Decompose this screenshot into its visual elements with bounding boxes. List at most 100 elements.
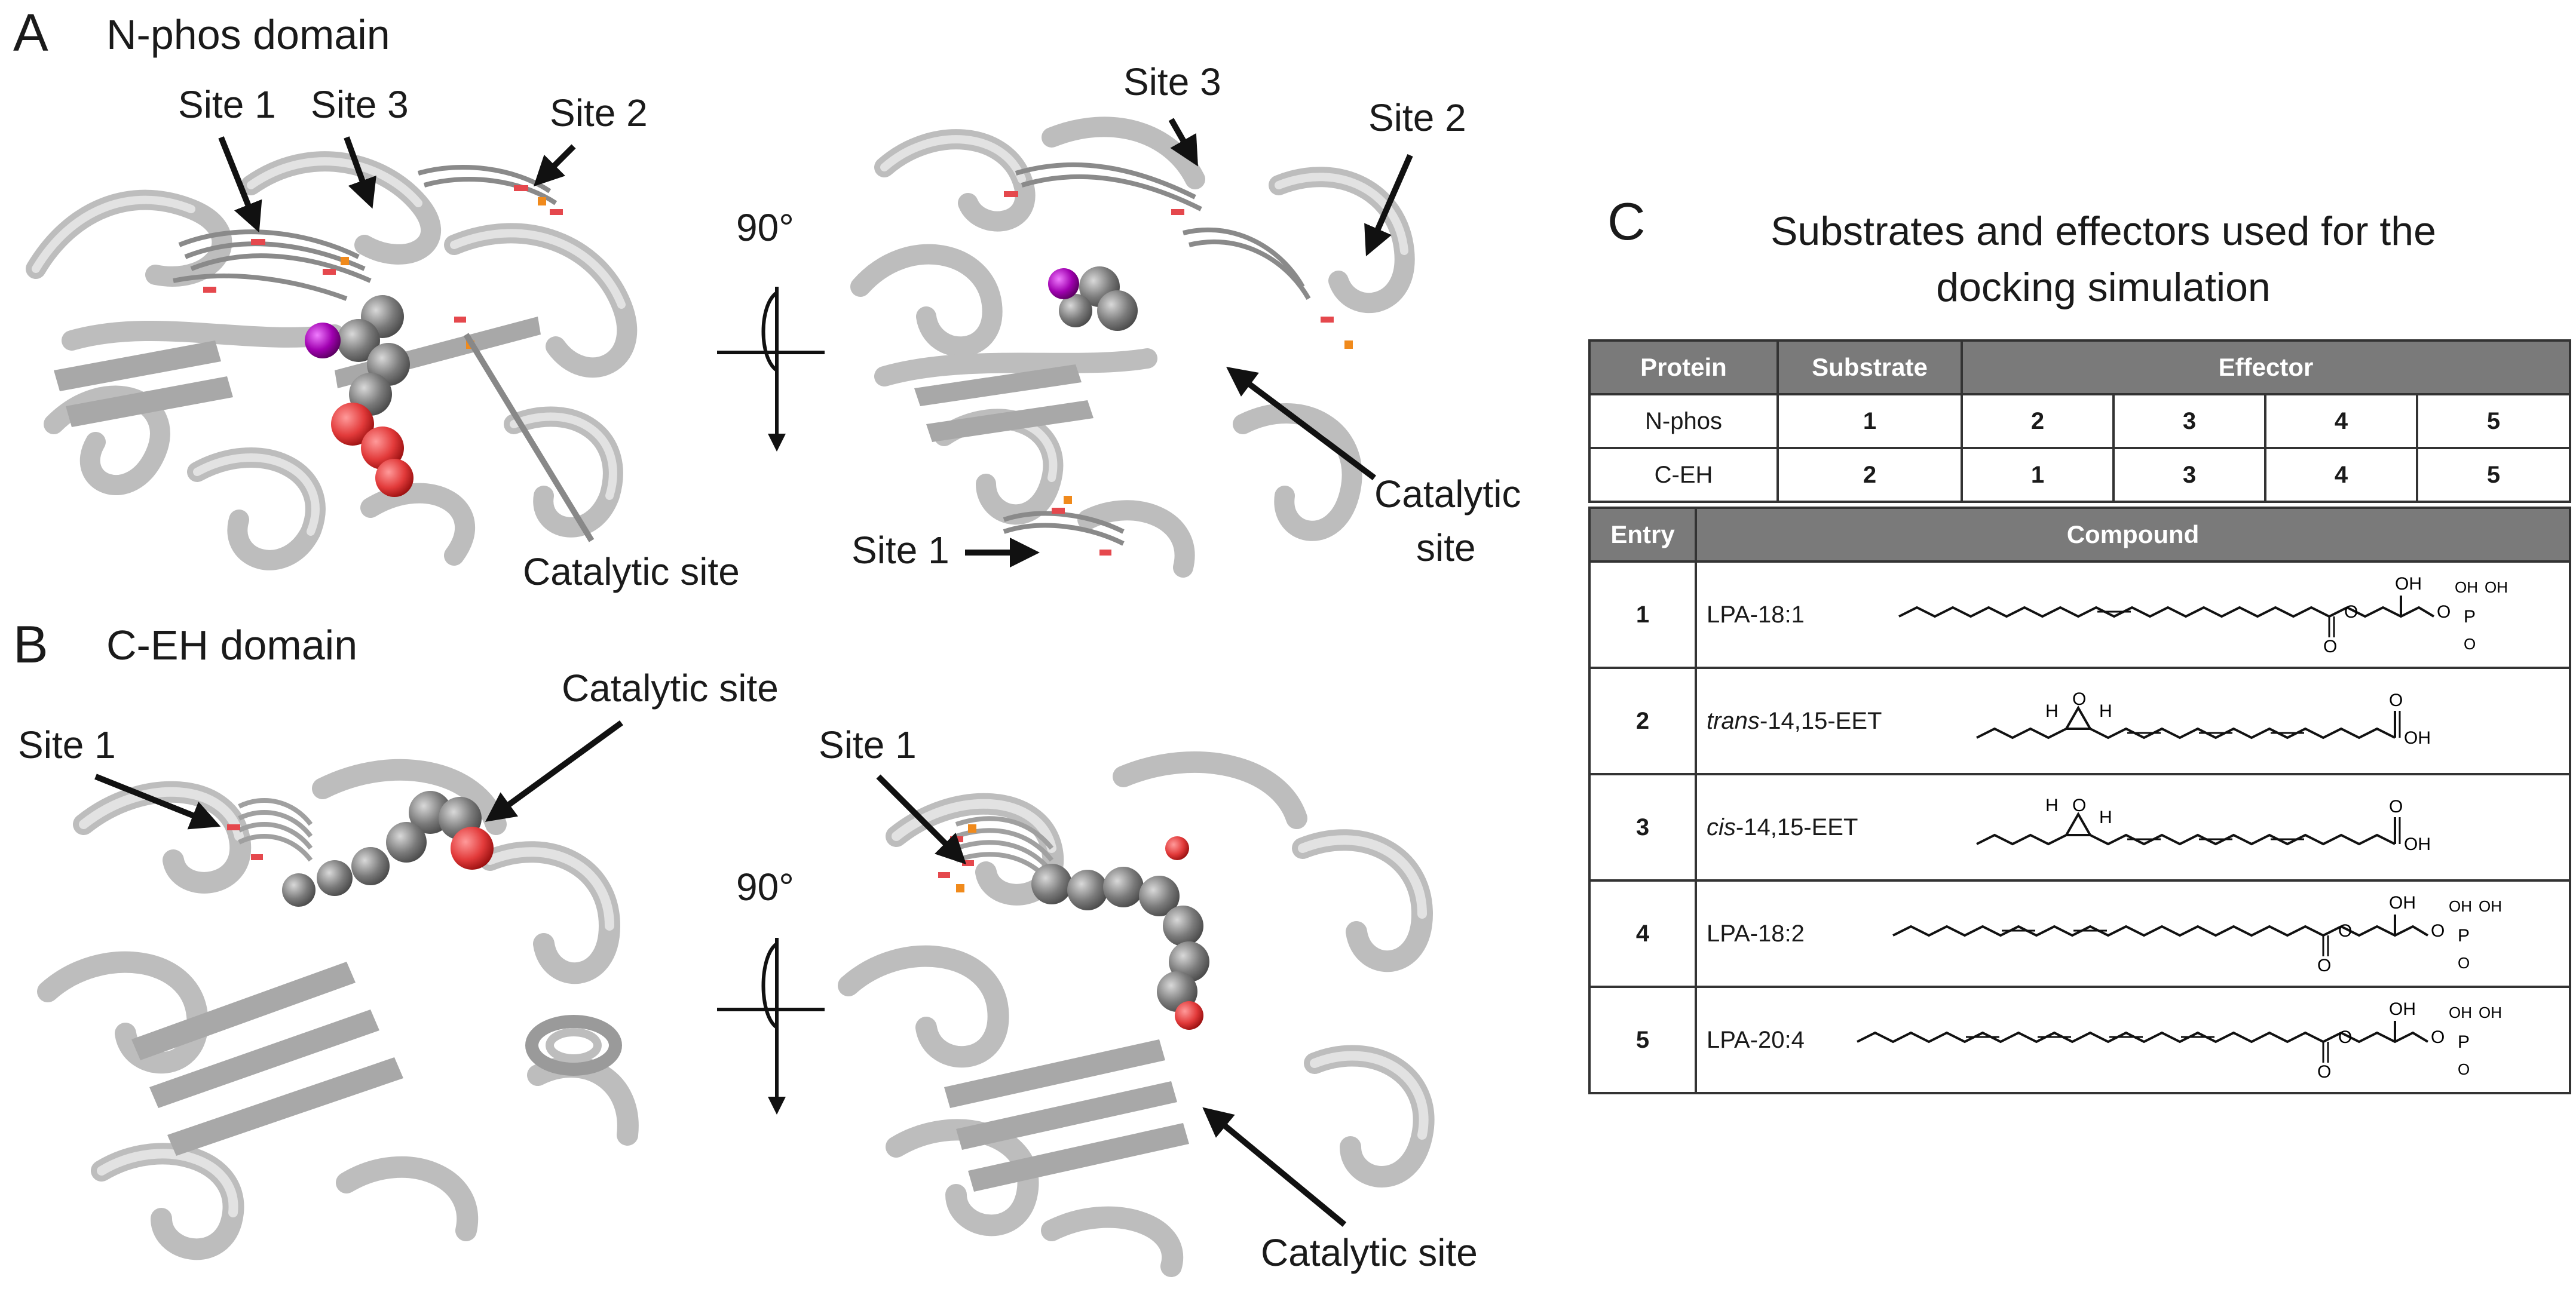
chem-o: O [2464, 635, 2476, 653]
cell-effector: 1 [1961, 447, 2115, 503]
chem-o: O [2458, 1060, 2470, 1078]
table-row: 4 LPA-18:2 O O OH O P OH OH O [1588, 879, 2572, 988]
panel-a-left-site3-label: Site 3 [311, 83, 409, 126]
chem-o: O [2072, 796, 2086, 815]
chem-h: H [2045, 796, 2059, 815]
trans-14-15-eet-structure: O H H O OH [1976, 689, 2431, 748]
cell-protein: C-EH [1588, 447, 1779, 503]
panel-b-left-site1-label: Site 1 [18, 723, 116, 766]
panel-a-right-catalytic-label-1: Catalytic [1374, 472, 1521, 516]
chem-oh: OH [2404, 834, 2431, 854]
cell-effector: 4 [2264, 447, 2418, 503]
panel-b-letter: B [13, 615, 48, 674]
chem-o: O [2458, 954, 2470, 972]
protein-substrate-effector-table: Protein Substrate Effector N-phos 1 2 3 … [1588, 339, 2572, 503]
lpa-20-4-structure: O O OH O P OH OH O [1857, 999, 2502, 1082]
chem-h: H [2099, 808, 2112, 827]
chem-oh: OH [2389, 893, 2416, 913]
chem-oh: OH [2479, 1004, 2502, 1021]
table-row: 2 trans-14,15-EET O H H O OH [1588, 667, 2572, 775]
panel-a-letter: A [13, 3, 48, 62]
chem-oh: OH [2449, 1004, 2472, 1021]
header-effector: Effector [1960, 339, 2572, 395]
header-compound: Compound [1694, 507, 2572, 563]
panel-b-right-catalytic-label: Catalytic site [1261, 1231, 1478, 1274]
chem-o: O [2437, 602, 2451, 622]
cell-compound-name: cis-14,15-EET [1695, 773, 1893, 882]
panel-b-title: C-EH domain [106, 622, 358, 668]
cell-compound-name: LPA-18:2 [1695, 879, 1893, 988]
panel-c-title-line2: docking simulation [1936, 265, 2271, 310]
panel-b-rotation-label: 90° [736, 866, 794, 909]
panel-c-letter: C [1607, 192, 1646, 251]
panel-c-title: Substrates and effectors used for the do… [1685, 203, 2522, 315]
chem-h: H [2045, 701, 2059, 721]
header-protein: Protein [1588, 339, 1779, 395]
panel-a-left-site2-label: Site 2 [550, 91, 648, 134]
cell-effector: 2 [1961, 393, 2115, 449]
chem-o: O [2431, 1027, 2445, 1047]
chem-o: O [2338, 921, 2352, 941]
panel-a-title: N-phos domain [106, 11, 390, 58]
cell-entry: 3 [1588, 773, 1697, 882]
chem-oh: OH [2395, 574, 2422, 594]
panel-a-left-site1-label: Site 1 [178, 83, 276, 126]
panel-b-rotation-icon [717, 938, 825, 1115]
panel-a-rotation-label: 90° [736, 206, 794, 249]
table-row: 1 LPA-18:1 O O OH O P OH OH O [1588, 560, 2572, 669]
chem-o: O [2389, 797, 2403, 817]
chem-p: P [2458, 926, 2470, 946]
compound-name: LPA-18:2 [1707, 920, 1805, 947]
table-row: C-EH 2 1 3 4 5 [1588, 447, 2572, 503]
chem-oh: OH [2404, 728, 2431, 748]
chem-o: O [2317, 956, 2331, 975]
lpa-18-1-structure: O O OH O P OH OH O [1898, 574, 2508, 656]
panel-a-right-site2-label: Site 2 [1368, 96, 1466, 139]
compound-prefix: cis [1707, 814, 1736, 840]
compound-name: -14,15-EET [1735, 814, 1858, 840]
table-row: 5 LPA-20:4 O O OH O P OH OH O [1588, 986, 2572, 1094]
cell-effector: 4 [2264, 393, 2418, 449]
table-row: N-phos 1 2 3 4 5 [1588, 393, 2572, 449]
chem-o: O [2317, 1062, 2331, 1082]
panel-a-rotation-icon [717, 287, 825, 452]
cell-effector: 3 [2112, 447, 2266, 503]
cell-structure: O O OH O P OH OH O [1857, 986, 2572, 1094]
chem-p: P [2464, 607, 2476, 627]
chem-o: O [2344, 602, 2358, 622]
panel-b-left-arrows [94, 720, 623, 830]
panel-c-title-line1: Substrates and effectors used for the [1771, 208, 2436, 254]
panel-b-left-catalytic-label: Catalytic site [562, 667, 779, 710]
panel-a-left-catalytic-label: Catalytic site [523, 550, 740, 593]
cell-entry: 2 [1588, 667, 1697, 775]
chem-oh: OH [2389, 999, 2416, 1019]
chem-oh: OH [2485, 578, 2508, 596]
panel-b-right-arrows [876, 774, 1347, 1227]
chem-h: H [2099, 701, 2112, 721]
n-phos-structure-right [850, 116, 1415, 578]
chem-o: O [2338, 1027, 2352, 1047]
chem-p: P [2458, 1032, 2470, 1052]
cell-compound-name: trans-14,15-EET [1695, 667, 1893, 775]
cell-substrate: 1 [1776, 393, 1963, 449]
cis-14-15-eet-structure: O H H O OH [1976, 796, 2431, 854]
compound-name: LPA-18:1 [1707, 601, 1805, 628]
cell-structure: O O OH O P OH OH O [1893, 560, 2572, 669]
chem-o: O [2389, 691, 2403, 710]
cell-compound-name: LPA-20:4 [1695, 986, 1893, 1094]
cell-structure: O H H O OH [1893, 773, 2572, 882]
panel-a-right-site1-label: Site 1 [851, 529, 949, 572]
panel-a-left-arrows [218, 136, 595, 542]
compound-name: -14,15-EET [1759, 707, 1882, 734]
compound-table: Entry Compound 1 LPA-18:1 O O OH O P OH … [1588, 507, 2572, 1094]
cell-substrate: 2 [1776, 447, 1963, 503]
cell-protein: N-phos [1588, 393, 1779, 449]
c-eh-structure-left [37, 759, 639, 1260]
cell-effector: 3 [2112, 393, 2266, 449]
cell-entry: 4 [1588, 879, 1697, 988]
cell-compound-name: LPA-18:1 [1695, 560, 1893, 669]
cell-entry: 5 [1588, 986, 1697, 1094]
n-phos-structure-left [26, 151, 638, 570]
compound-prefix: trans [1707, 707, 1760, 734]
chem-o: O [2072, 689, 2086, 709]
